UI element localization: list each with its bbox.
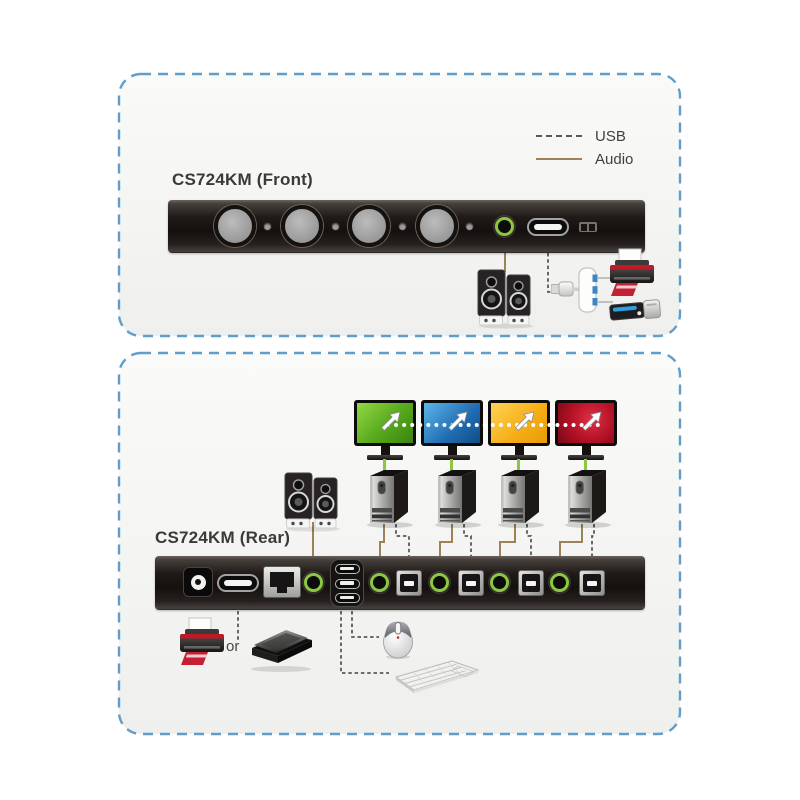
audio-jack-pc3 (490, 573, 509, 592)
port-select-button-2 (281, 205, 323, 247)
audio-jack-pc4 (550, 573, 569, 592)
audio-solid-line-icon (536, 158, 582, 160)
usb-hub-slot-3 (334, 593, 360, 603)
front-panel-title: CS724KM (Front) (172, 170, 313, 189)
front-panel (168, 200, 645, 253)
cursor-icon (579, 408, 605, 434)
usb-b-port-pc2 (458, 570, 484, 596)
monitor-stand (380, 446, 390, 455)
mouse-icon (381, 616, 415, 660)
display-link-line-4 (584, 459, 587, 473)
or-label: or (226, 638, 240, 655)
legend-label-usb: USB (595, 127, 626, 145)
legend-label-audio: Audio (595, 150, 634, 168)
usb-dashed-line-icon (536, 135, 582, 137)
legend-item-usb: USB (536, 127, 633, 145)
monitor-1 (354, 400, 416, 460)
port-led-2 (332, 223, 339, 230)
usb-b-port-pc3 (518, 570, 544, 596)
monitor-base (501, 455, 537, 460)
legend-item-audio: Audio (536, 150, 633, 168)
cursor-icon (512, 408, 538, 434)
speakers-icon (477, 267, 535, 329)
flash-drive-icon (608, 295, 664, 325)
cursor-icon (378, 408, 404, 434)
usb-hub-slot-2 (334, 578, 360, 589)
rj45-port (263, 566, 301, 598)
audio-jack-pc1 (370, 573, 389, 592)
port-led-4 (466, 223, 473, 230)
port-led-3 (399, 223, 406, 230)
monitor-4 (555, 400, 617, 460)
printer-icon (606, 247, 658, 299)
usb-b-port-pc4 (579, 570, 605, 596)
port-select-button-3 (348, 205, 390, 247)
monitor-switch-dotted-line (386, 423, 600, 427)
scanner-icon (246, 622, 316, 674)
monitor-3 (488, 400, 550, 460)
rear-panel (155, 556, 645, 610)
cursor-icon (445, 408, 471, 434)
console-usb-hub-stack (330, 559, 364, 607)
usb-hub-slot-1 (334, 564, 360, 574)
monitor-stand (514, 446, 524, 455)
audio-jack-pc2 (430, 573, 449, 592)
printer-icon (176, 616, 228, 668)
usb-b-port-pc1 (396, 570, 422, 596)
port-select-button-1 (214, 205, 256, 247)
display-link-line-3 (517, 459, 520, 473)
firmware-switch (579, 222, 597, 232)
monitor-2 (421, 400, 483, 460)
legend: USB Audio (536, 127, 633, 168)
computer-2-icon (430, 466, 486, 528)
front-audio-jack (495, 217, 514, 236)
peripheral-usb-port (217, 574, 259, 592)
speakers-icon (284, 470, 342, 532)
display-link-line-1 (383, 459, 386, 473)
display-link-line-2 (450, 459, 453, 473)
monitor-stand (447, 446, 457, 455)
computer-3-icon (493, 466, 549, 528)
port-led-1 (264, 223, 271, 230)
computer-4-icon (560, 466, 616, 528)
power-jack (183, 567, 213, 597)
front-usb-a-port (527, 218, 569, 236)
rear-panel-title: CS724KM (Rear) (155, 528, 291, 547)
monitor-stand (581, 446, 591, 455)
monitor-base (568, 455, 604, 460)
port-select-button-4 (416, 205, 458, 247)
computer-1-icon (362, 466, 418, 528)
console-audio-jack (304, 573, 323, 592)
keyboard-icon (390, 656, 484, 696)
monitor-base (367, 455, 403, 460)
monitor-base (434, 455, 470, 460)
